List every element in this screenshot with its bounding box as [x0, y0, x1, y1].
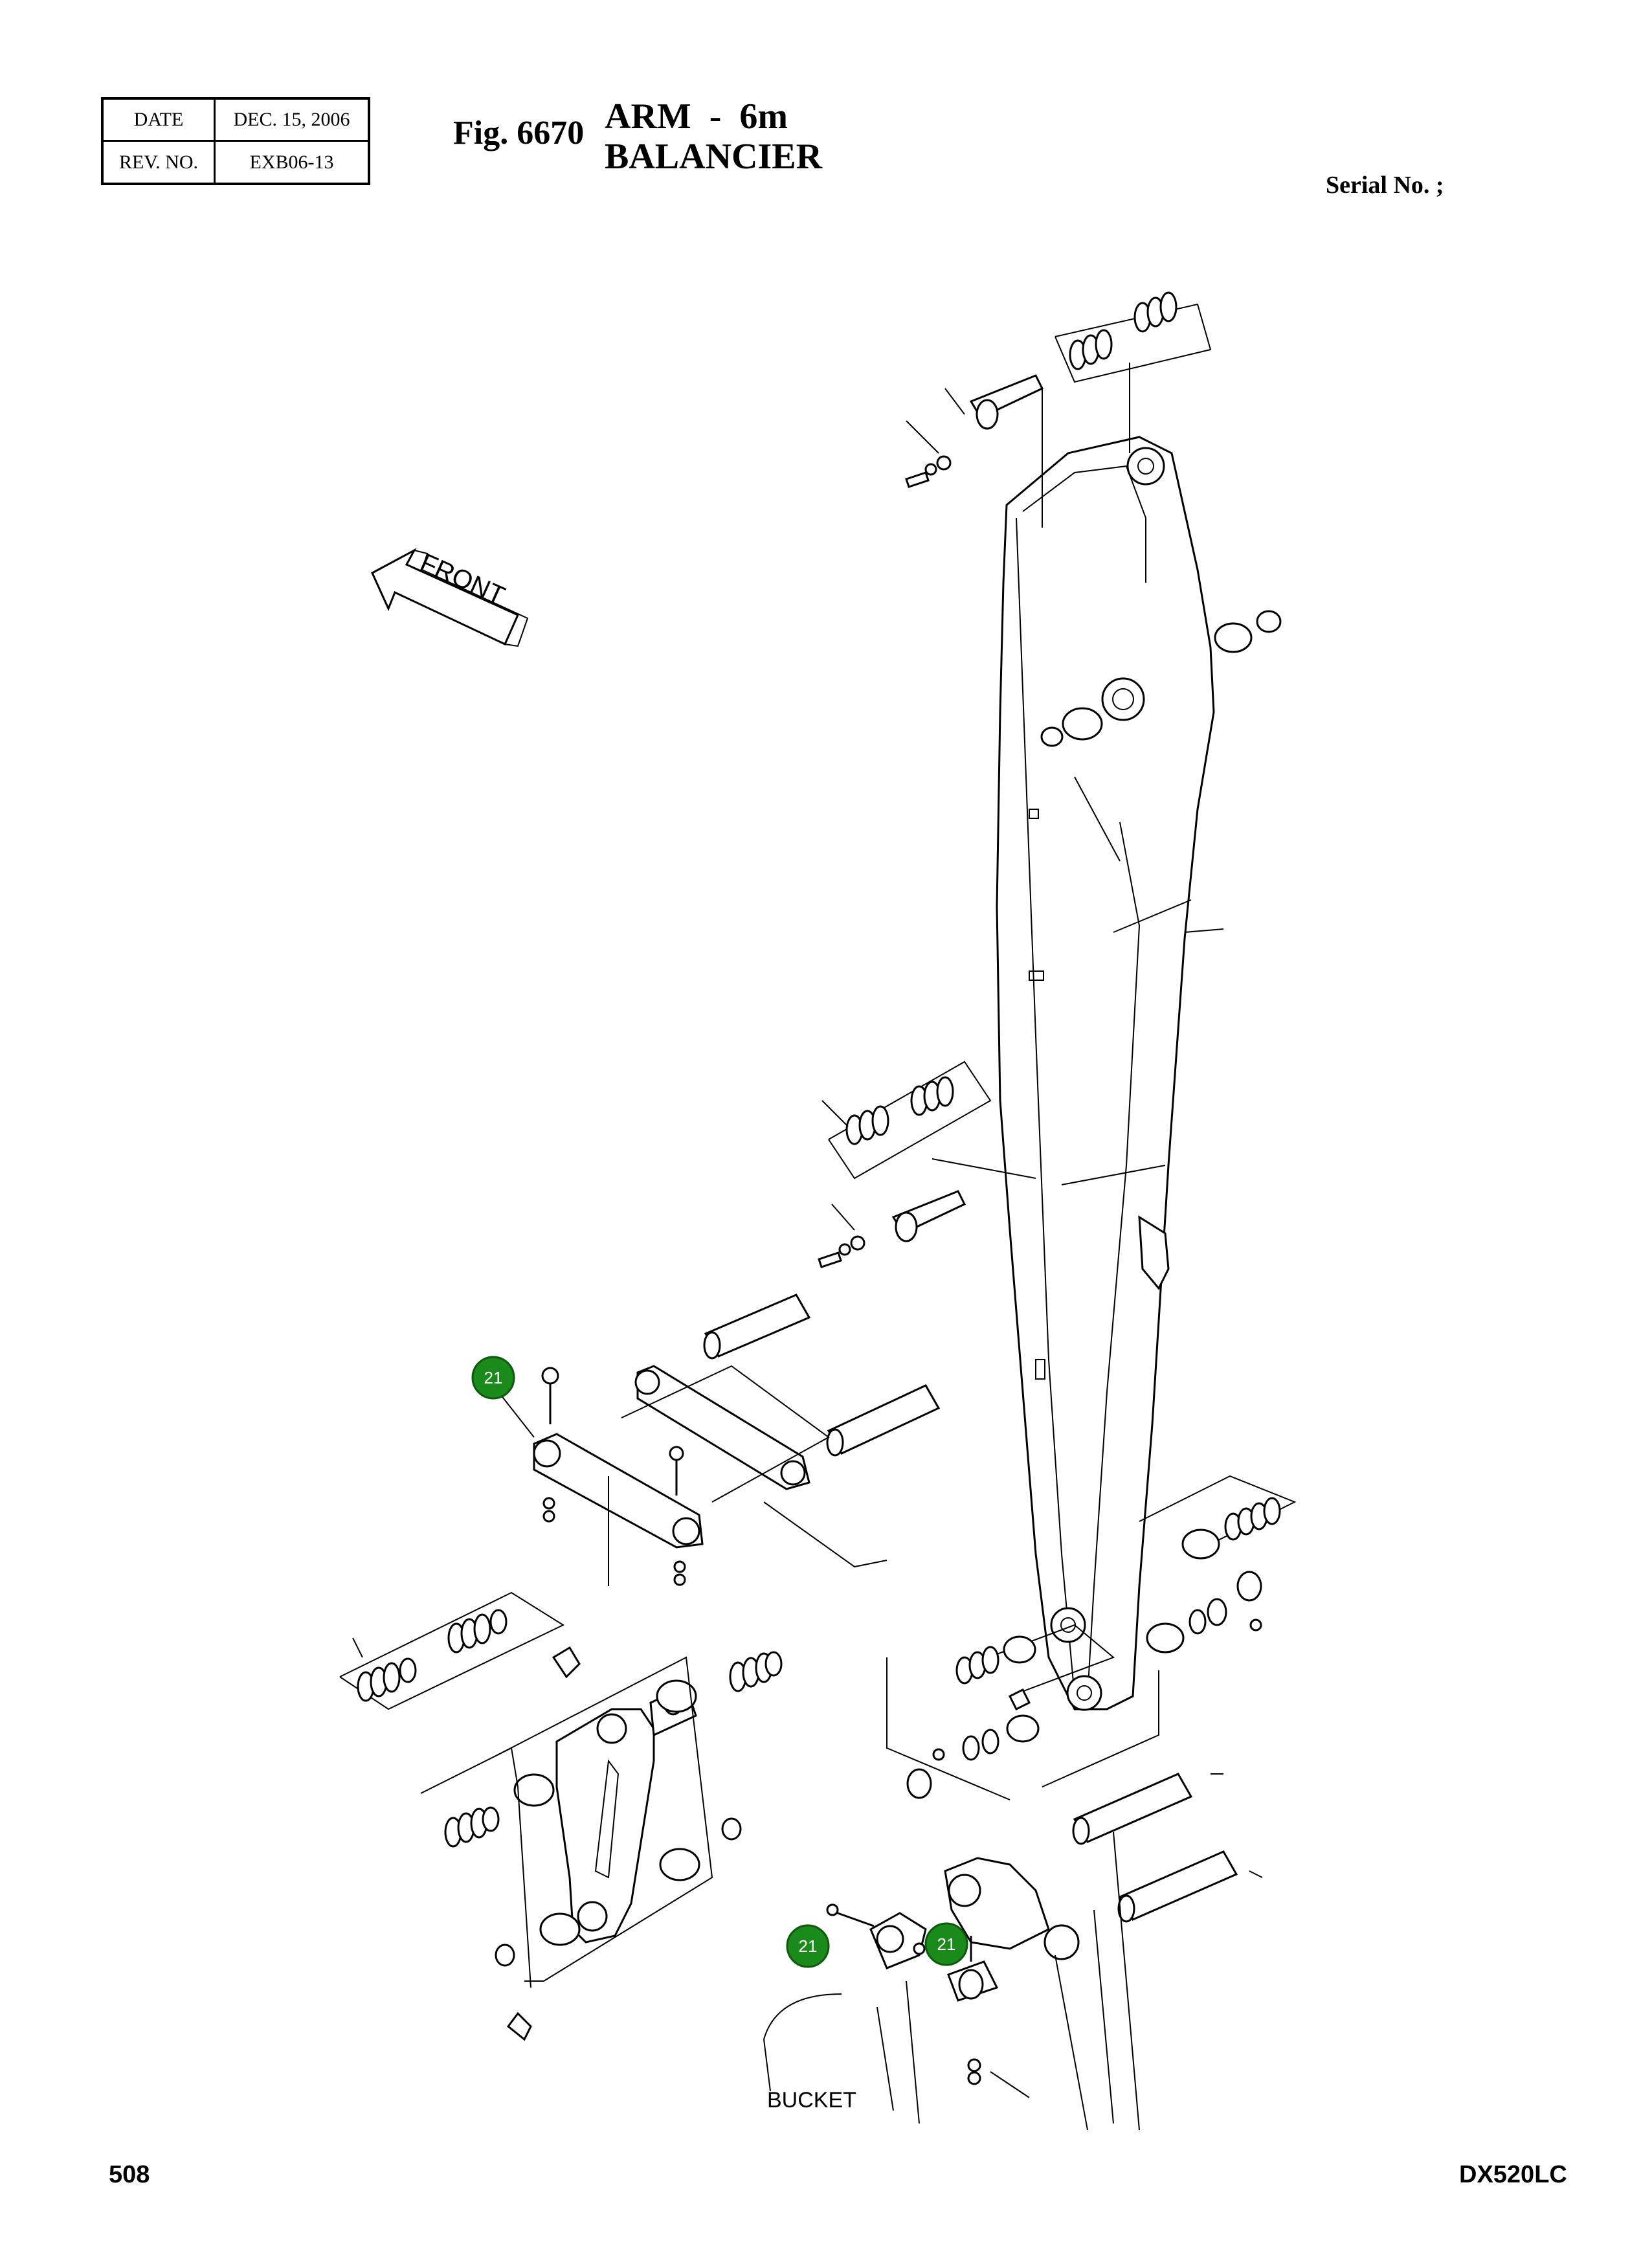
link-plates — [533, 1365, 887, 1586]
figure-title: ARM - 6m — [605, 96, 788, 137]
table-divider — [104, 140, 368, 142]
callout-bubble[interactable]: 21 — [786, 1924, 830, 1968]
callout-bubble[interactable]: 21 — [924, 1922, 968, 1966]
date-label: DATE — [133, 109, 184, 130]
bucket-label: BUCKET — [767, 2088, 856, 2113]
callout-number: 21 — [484, 1368, 503, 1387]
arm-body — [996, 436, 1215, 1711]
rev-value: EXB06-13 — [249, 151, 334, 173]
top-pin-assembly — [905, 291, 1212, 528]
lower-right-bushings — [886, 1475, 1297, 1800]
long-pins — [703, 1294, 1238, 1923]
front-label: FRONT — [416, 548, 509, 611]
guide-link — [420, 1646, 742, 2041]
figure-number: Fig. 6670 — [453, 115, 585, 151]
callout-bubble[interactable]: 21 — [471, 1356, 515, 1400]
figure-subtitle: BALANCIER — [605, 137, 823, 177]
middle-pin-assembly — [818, 1060, 1036, 1268]
model-number: DX520LC — [1459, 2161, 1567, 2188]
left-washers — [339, 1591, 783, 1848]
serial-number-label: Serial No. ; — [1326, 172, 1444, 199]
revision-table: DATE DEC. 15, 2006 REV. NO. EXB06-13 — [101, 97, 370, 185]
leader-lines — [352, 388, 1263, 2098]
rev-label: REV. NO. — [119, 151, 198, 173]
side-bushings — [1040, 610, 1282, 747]
callout-number: 21 — [937, 1934, 956, 1954]
date-value: DEC. 15, 2006 — [233, 109, 350, 130]
page-number: 508 — [109, 2161, 150, 2188]
front-arrow: FRONT — [371, 548, 529, 647]
bucket-linkage: BUCKET — [763, 1832, 1140, 2131]
callout-number: 21 — [799, 1936, 818, 1956]
